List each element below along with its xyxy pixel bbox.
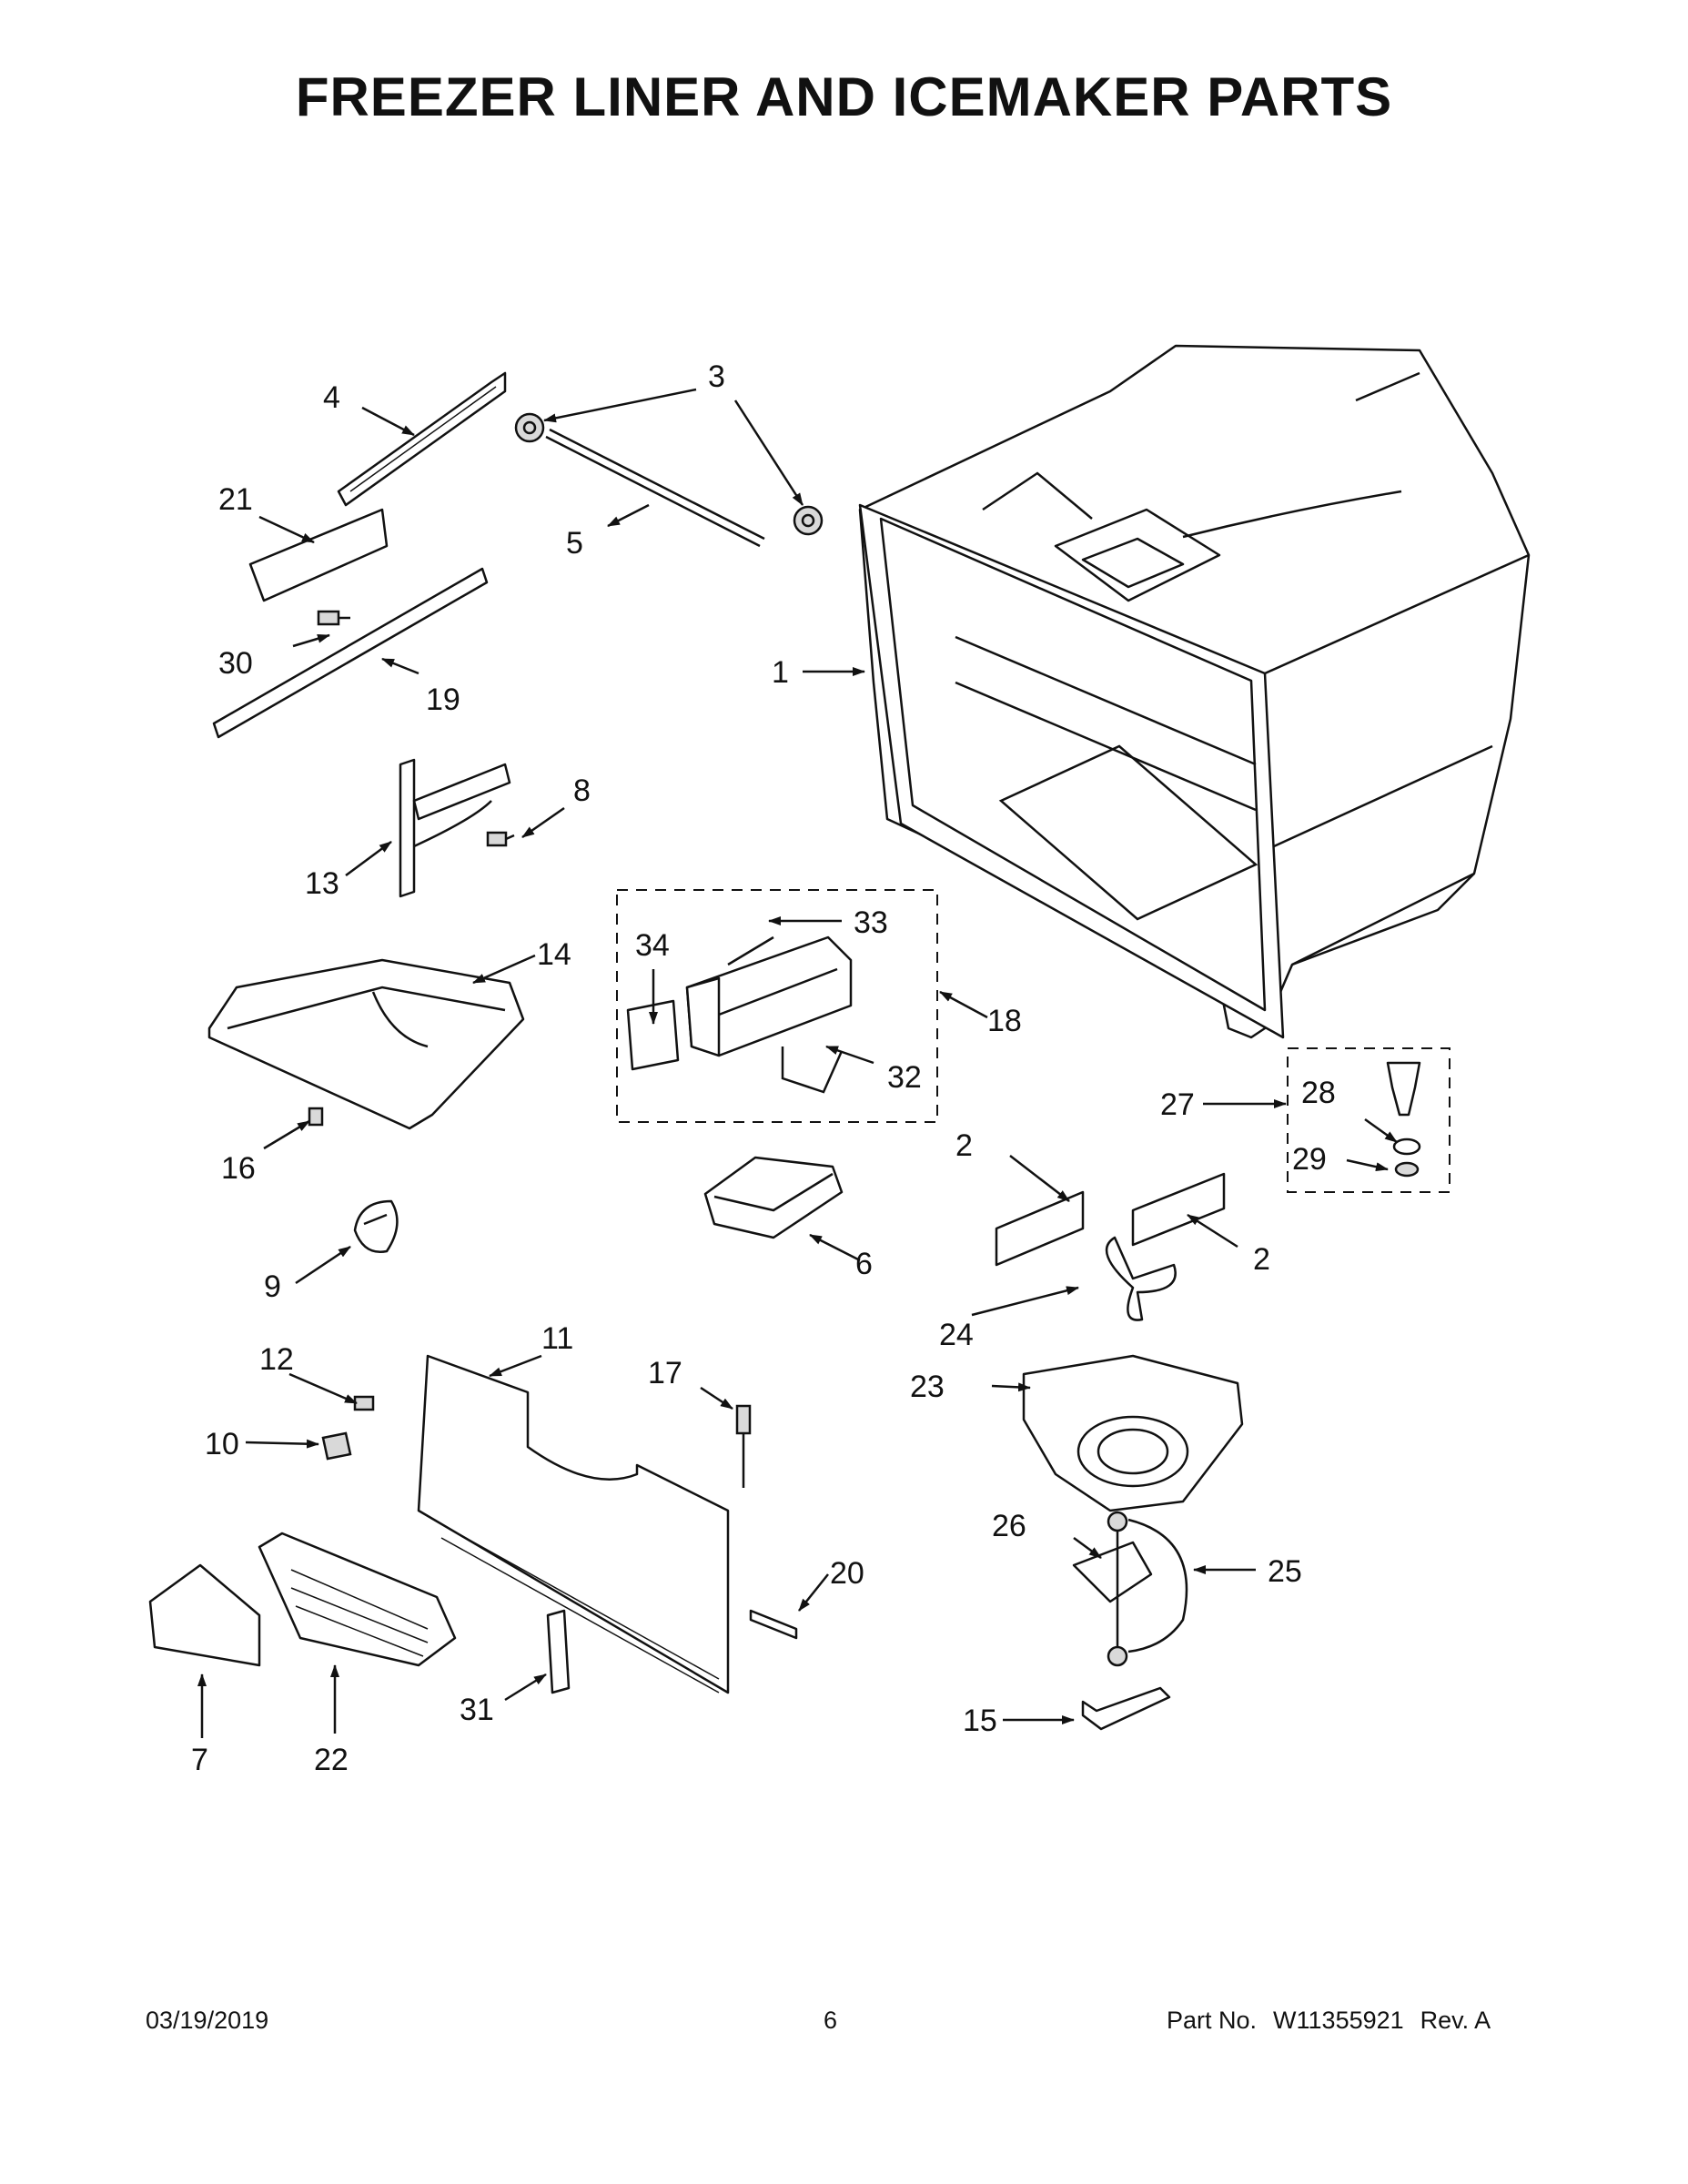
callout-32: 32 xyxy=(887,1060,922,1095)
callout-16: 16 xyxy=(221,1151,256,1186)
fan-blade-part-24 xyxy=(1105,1236,1177,1321)
part-number-label: Part No. xyxy=(1167,2007,1258,2034)
callout-9: 9 xyxy=(264,1269,281,1304)
rear-panel-part-11 xyxy=(417,1354,730,1694)
callout-15: 15 xyxy=(963,1704,997,1738)
rod-part-5 xyxy=(545,428,765,548)
bracket-part-21 xyxy=(248,508,389,602)
callout-14: 14 xyxy=(537,937,571,972)
screw-part-8 xyxy=(486,831,515,847)
cover-part-7 xyxy=(148,1563,261,1667)
fan-motor-part-26 xyxy=(1072,1511,1153,1667)
footer-part-number: Part No. W11355921 Rev. A xyxy=(1167,2007,1507,2035)
pad-part-right xyxy=(1131,1172,1226,1247)
clip-part-16 xyxy=(308,1107,324,1127)
callout-30: 30 xyxy=(218,646,253,681)
callout-29: 29 xyxy=(1292,1142,1327,1177)
callout-13: 13 xyxy=(305,866,339,901)
fan-shroud-part-23 xyxy=(1022,1354,1244,1512)
freezer-liner-part xyxy=(858,344,1531,1039)
callout-33: 33 xyxy=(854,905,888,940)
bracket-part-13 xyxy=(399,758,511,898)
callout-21: 21 xyxy=(218,482,253,517)
callout-24: 24 xyxy=(939,1318,974,1352)
gear-part-upper xyxy=(514,412,545,443)
gear-part-lower xyxy=(793,505,824,536)
callout-4: 4 xyxy=(323,380,340,415)
callout-34: 34 xyxy=(635,928,670,963)
callout-31: 31 xyxy=(460,1693,494,1727)
wire-harness-part-25 xyxy=(1127,1518,1188,1653)
callout-7: 7 xyxy=(191,1743,208,1777)
bracket-part-15 xyxy=(1081,1686,1171,1731)
icemaker-assembly-group-18 xyxy=(616,889,938,1123)
footer-date: 03/19/2019 xyxy=(146,2007,269,2034)
callout-5: 5 xyxy=(566,526,583,561)
callout-8: 8 xyxy=(573,774,591,808)
sensor-part-17 xyxy=(735,1404,752,1488)
callout-labels: 1 2 2 3 3 4 5 6 7 8 9 10 11 12 13 14 15 … xyxy=(191,359,1336,1777)
callout-18: 18 xyxy=(987,1004,1022,1038)
callout-2-left: 2 xyxy=(955,1128,973,1163)
callout-12: 12 xyxy=(259,1342,294,1377)
callout-23: 23 xyxy=(910,1370,945,1404)
screw-part-30 xyxy=(317,610,350,626)
callout-19: 19 xyxy=(426,682,460,717)
callout-28: 28 xyxy=(1301,1076,1336,1110)
callout-22: 22 xyxy=(314,1743,349,1777)
revision: Rev. A xyxy=(1420,2007,1491,2034)
footer-page-number: 6 xyxy=(824,2007,838,2034)
callout-11: 11 xyxy=(541,1321,573,1356)
cover-part-31 xyxy=(546,1609,571,1694)
strip-part-20 xyxy=(749,1609,798,1640)
leader-arrows xyxy=(197,388,1398,1738)
callout-27: 27 xyxy=(1160,1087,1195,1122)
pad-part-left xyxy=(995,1190,1085,1267)
ice-bin-housing-part-14 xyxy=(207,958,525,1130)
auger-motor-part-9 xyxy=(353,1199,399,1253)
tray-part-6 xyxy=(703,1156,844,1239)
valve-group-27 xyxy=(1287,1047,1450,1193)
grille-part-22 xyxy=(258,1532,457,1667)
page-title: FREEZER LINER AND ICEMAKER PARTS xyxy=(295,66,1393,127)
callout-20: 20 xyxy=(830,1556,864,1591)
callout-25: 25 xyxy=(1268,1554,1302,1589)
callout-3-upper: 3 xyxy=(708,359,725,394)
callout-10: 10 xyxy=(205,1427,239,1461)
part-number-value: W11355921 xyxy=(1273,2007,1404,2034)
callout-2-right: 2 xyxy=(1253,1242,1270,1277)
screw-part-12 xyxy=(353,1395,375,1411)
bracket-part-10 xyxy=(321,1431,352,1461)
callout-26: 26 xyxy=(992,1509,1026,1543)
callout-6: 6 xyxy=(855,1247,873,1281)
slide-rail-part-19 xyxy=(212,567,489,739)
callout-17: 17 xyxy=(648,1356,682,1390)
rail-part-4 xyxy=(337,371,507,507)
callout-1: 1 xyxy=(772,655,789,690)
